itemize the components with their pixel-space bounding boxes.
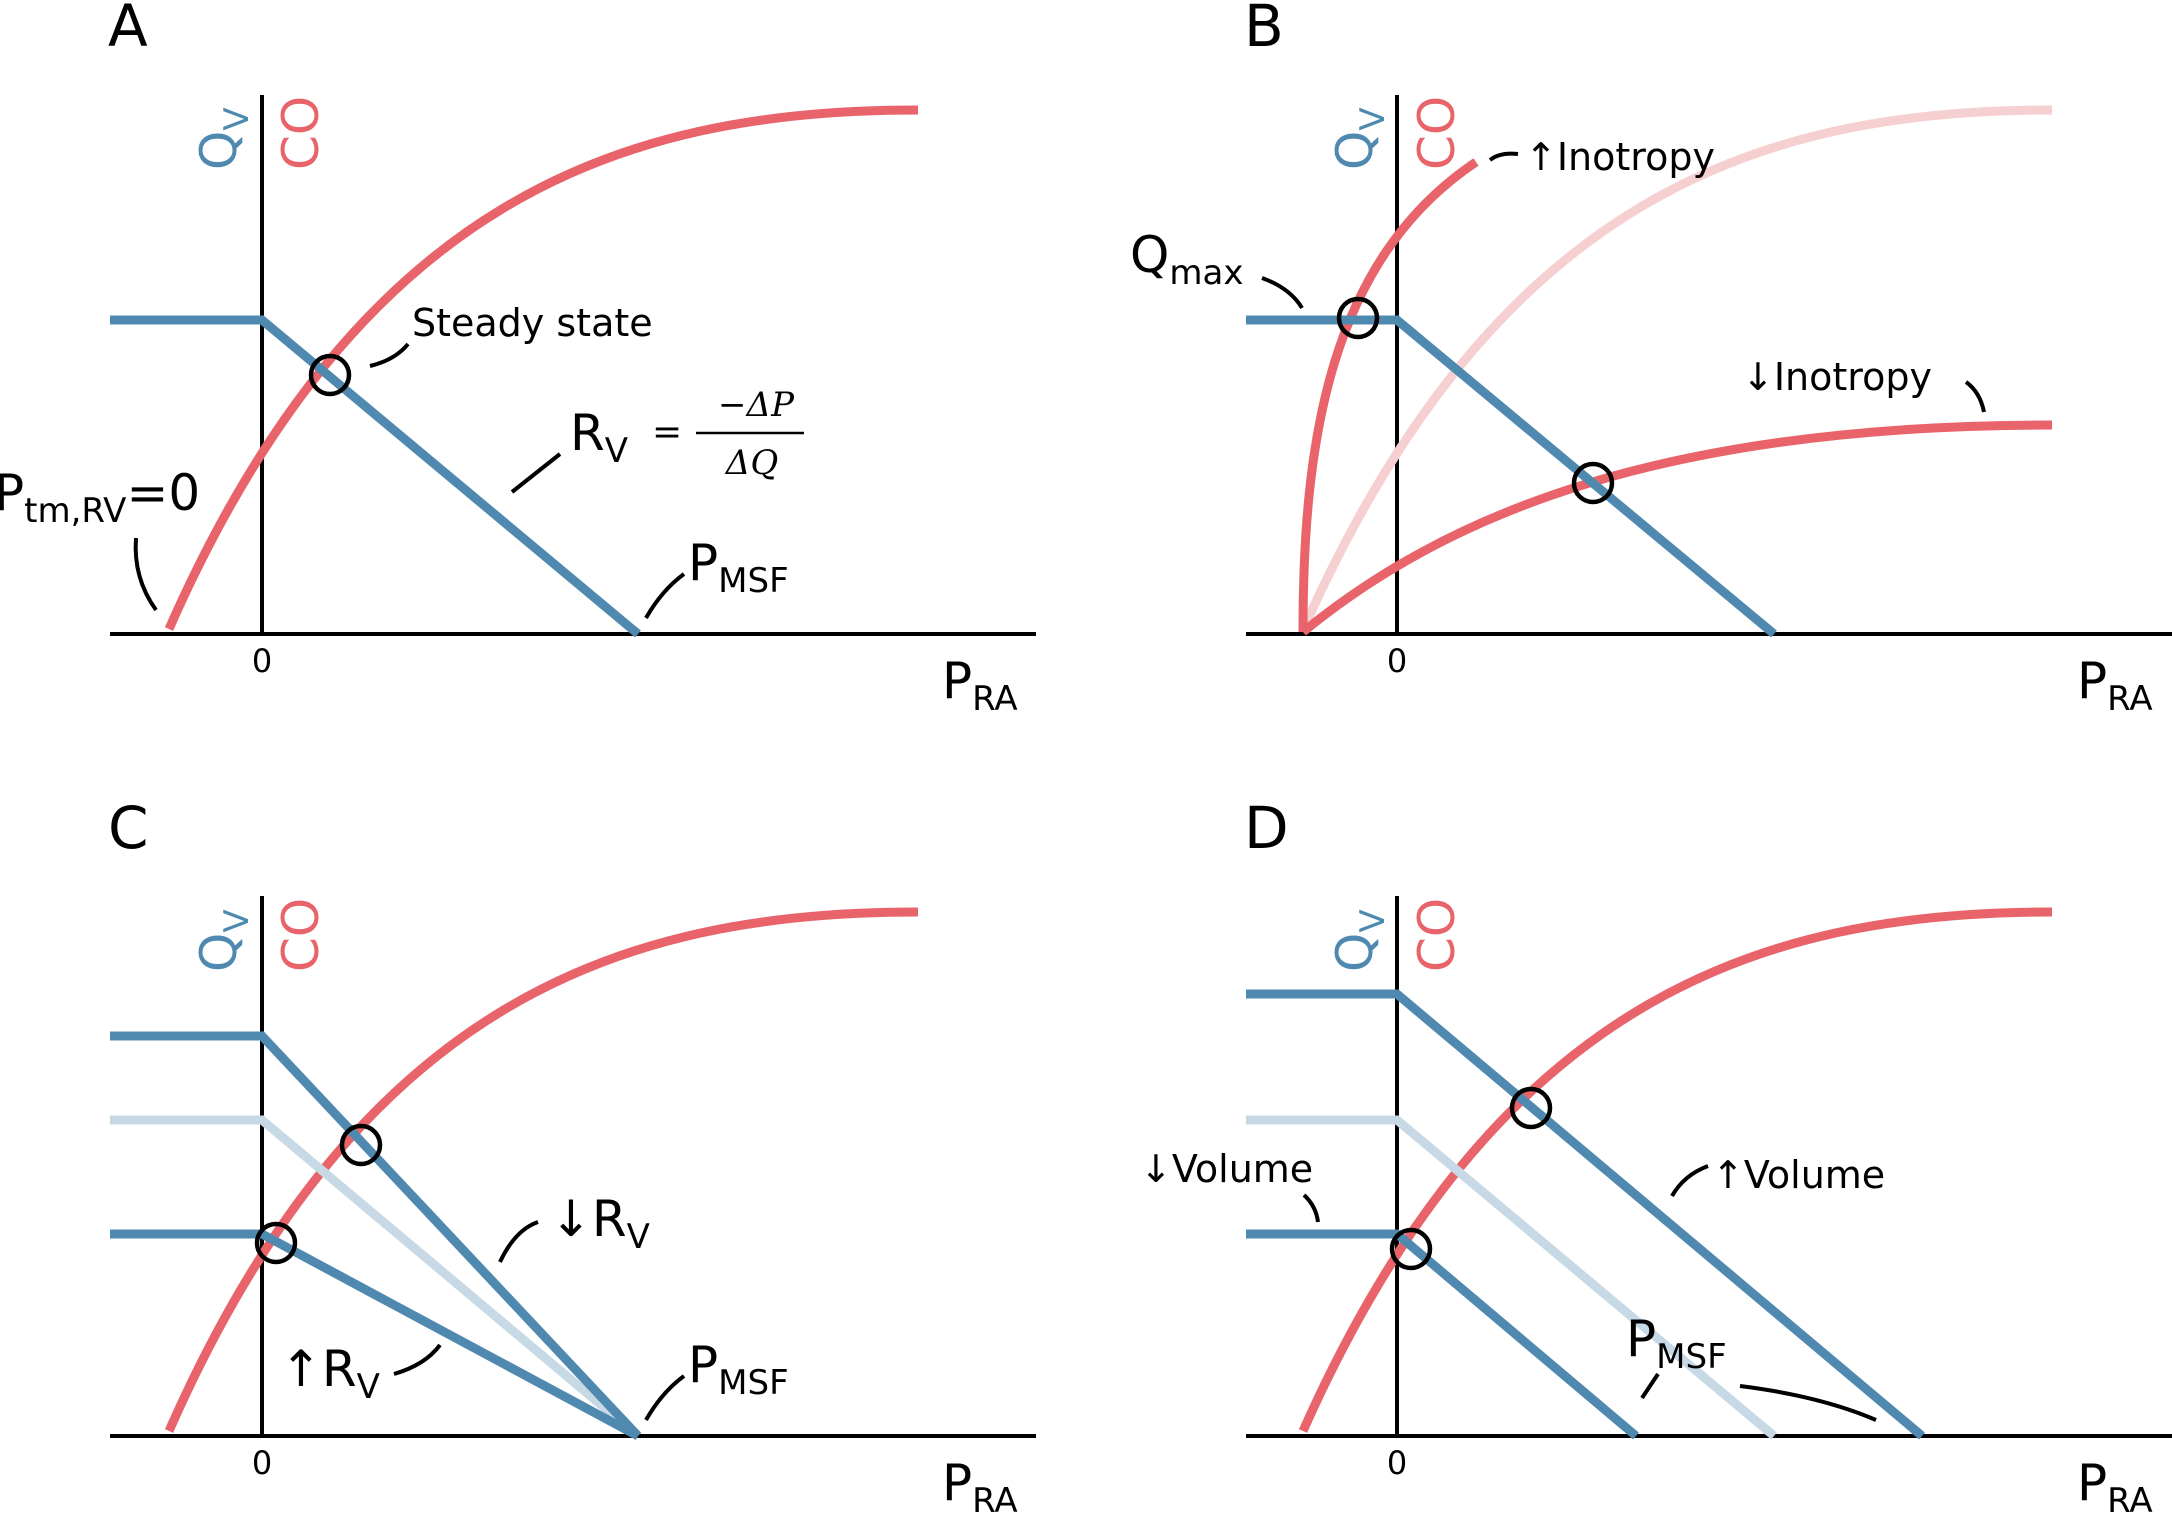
rv-leader xyxy=(510,452,562,494)
y-label-venous: QV xyxy=(1326,107,1393,170)
qmax-label: Qmax xyxy=(1130,226,1243,293)
rv-formula-equals: = xyxy=(652,412,682,453)
panel-letter: D xyxy=(1244,794,1289,862)
zero-tick-label: 0 xyxy=(252,642,272,680)
up-volume-leader xyxy=(1670,1164,1709,1198)
up-inotropy-leader xyxy=(1488,151,1519,162)
up-inotropy-label: ↑Inotropy xyxy=(1525,135,1715,179)
rv-formula-numerator: −ΔP xyxy=(718,385,795,425)
rv-label: RV xyxy=(570,404,628,471)
venous-return-curve xyxy=(110,315,641,638)
down-inotropy-leader xyxy=(1964,380,1986,413)
zero-tick-label: 0 xyxy=(1387,1444,1407,1482)
panel-c: C QV CO 0 PRA ↓RV ↑RV PMSF xyxy=(108,794,1036,1513)
cardiac-output-curve-decreased-inotropy xyxy=(1300,420,2053,636)
cardiac-output-curve xyxy=(164,105,919,631)
equilibrium-marker-high xyxy=(1336,296,1380,340)
steady-state-marker xyxy=(308,353,352,397)
y-label-cardiac: CO xyxy=(272,96,330,170)
venous-return-curve-increased-rv xyxy=(110,1229,641,1440)
zero-tick-label: 0 xyxy=(1387,642,1407,680)
pmsf-leader xyxy=(644,1374,686,1421)
cardiac-output-curve-increased-inotropy xyxy=(1298,158,1479,633)
x-axis-label: PRA xyxy=(942,1454,1018,1513)
rv-formula-denominator: ΔQ xyxy=(724,443,778,483)
y-label-cardiac: CO xyxy=(1408,898,1466,972)
up-volume-label: ↑Volume xyxy=(1712,1153,1885,1197)
down-rv-label: ↓RV xyxy=(550,1190,650,1257)
pmsf-leader xyxy=(644,572,686,619)
down-rv-leader xyxy=(498,1220,539,1263)
ptm-label: Ptm,RV=0 xyxy=(0,464,200,531)
panel-d: D QV CO 0 PRA ↓Volume ↑Volume PMSF xyxy=(1140,794,2172,1513)
down-volume-label: ↓Volume xyxy=(1140,1147,1313,1191)
down-volume-leader xyxy=(1302,1193,1320,1223)
equilibrium-marker-low xyxy=(254,1221,298,1265)
cardiac-output-curve xyxy=(164,907,919,1433)
up-rv-label: ↑RV xyxy=(280,1340,380,1407)
y-label-cardiac: CO xyxy=(1408,96,1466,170)
x-axis-label: PRA xyxy=(2077,652,2153,719)
venous-return-curve-baseline xyxy=(1246,1115,1777,1440)
venous-return-curve-baseline xyxy=(110,1115,641,1440)
qmax-leader xyxy=(1261,276,1304,310)
y-label-venous: QV xyxy=(190,107,257,170)
venous-return-curve-increased-volume xyxy=(1246,989,1925,1440)
pmsf-leader-right xyxy=(1739,1384,1877,1422)
pmsf-label: PMSF xyxy=(688,1336,789,1403)
zero-tick-label: 0 xyxy=(252,1444,272,1482)
steady-state-label: Steady state xyxy=(412,301,653,345)
panel-a: A QV CO 0 PRA Steady state RV = −ΔP ΔQ P… xyxy=(0,0,1036,719)
pmsf-leader-left xyxy=(1640,1372,1660,1400)
venous-return-curve-decreased-rv xyxy=(110,1031,642,1440)
equilibrium-marker-high xyxy=(339,1123,383,1167)
down-inotropy-label: ↓Inotropy xyxy=(1742,355,1932,399)
panel-letter: B xyxy=(1244,0,1284,60)
equilibrium-marker-low xyxy=(1571,461,1615,505)
pmsf-label: PMSF xyxy=(688,534,789,601)
ptm-leader xyxy=(133,537,158,612)
cardiac-output-curve xyxy=(1298,907,2053,1433)
equilibrium-marker-low xyxy=(1389,1227,1433,1271)
x-axis-label: PRA xyxy=(2077,1454,2153,1513)
pmsf-label: PMSF xyxy=(1626,1310,1727,1377)
cardiac-output-curve-baseline xyxy=(1298,105,2053,632)
up-rv-leader xyxy=(393,1343,442,1376)
steady-state-leader xyxy=(369,342,410,368)
venous-return-curve xyxy=(1246,315,1777,638)
equilibrium-marker-high xyxy=(1509,1086,1553,1130)
panel-letter: A xyxy=(108,0,148,60)
y-label-cardiac: CO xyxy=(272,898,330,972)
venous-return-curve-decreased-volume xyxy=(1246,1229,1639,1440)
panel-letter: C xyxy=(108,794,149,862)
panel-b: B QV CO 0 PRA Qmax ↑Inotropy ↓Inotropy xyxy=(1130,0,2172,719)
y-label-venous: QV xyxy=(190,909,257,972)
x-axis-label: PRA xyxy=(942,652,1018,719)
y-label-venous: QV xyxy=(1326,909,1393,972)
